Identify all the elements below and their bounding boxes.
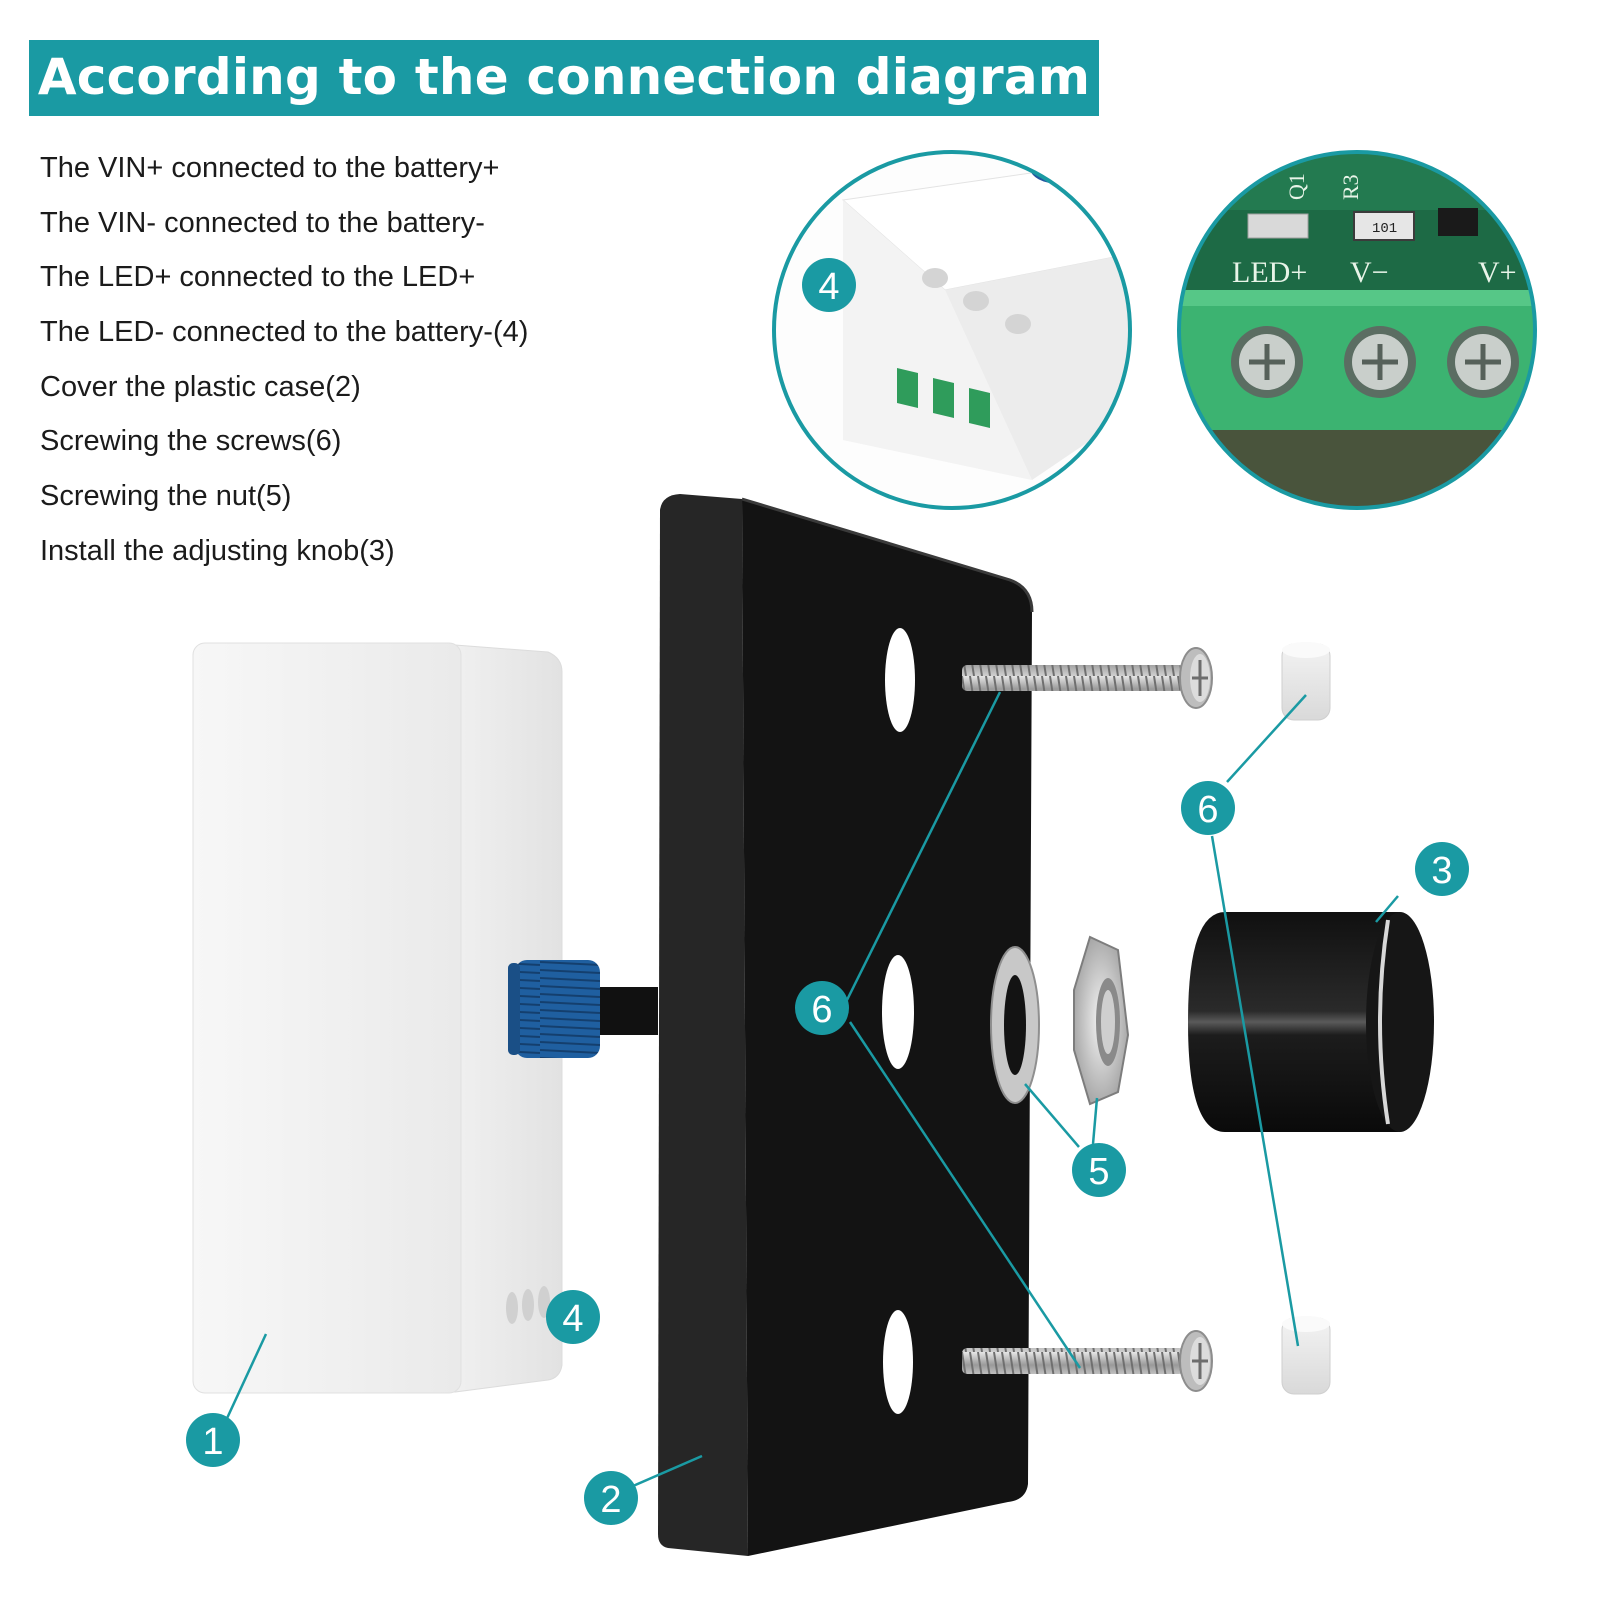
- instruction-step: The LED- connected to the battery-(4): [40, 316, 529, 349]
- pcb-label-v-minus: V−: [1350, 256, 1389, 289]
- callout-3: 3: [1415, 842, 1469, 896]
- leader-line: [632, 1454, 703, 1488]
- leader-line: [1091, 1097, 1099, 1145]
- leader-lines: [221, 691, 1399, 1488]
- leader-line: [1375, 895, 1399, 923]
- callout-number: 3: [1431, 850, 1452, 892]
- leader-line: [1024, 1083, 1080, 1148]
- callout-number: 2: [600, 1479, 621, 1521]
- title-banner: According to the connection diagram: [29, 40, 1099, 116]
- callout-number: 1: [202, 1421, 223, 1463]
- instruction-step: Cover the plastic case(2): [40, 370, 361, 403]
- page-title: According to the connection diagram: [37, 48, 1091, 106]
- potentiometer-shaft: [508, 960, 658, 1058]
- instruction-step: The VIN- connected to the battery-: [40, 206, 485, 239]
- callout-number: 4: [562, 1298, 583, 1340]
- pcb-label-q1: Q1: [1284, 173, 1309, 200]
- callout-6-screws: 6: [795, 981, 849, 1035]
- adjusting-knob: [1188, 912, 1434, 1132]
- screw-bottom: [962, 1330, 1213, 1392]
- washer: [990, 946, 1040, 1104]
- terminal-screw-led-plus: [1231, 326, 1303, 398]
- pcb-resistor-code: 101: [1372, 221, 1397, 237]
- leader-line: [848, 1021, 1082, 1369]
- instruction-step: Screwing the nut(5): [40, 480, 292, 513]
- instruction-step: The LED+ connected to the LED+: [40, 261, 476, 294]
- hex-nut: [1073, 935, 1130, 1106]
- terminal-screw-v-minus: [1344, 326, 1416, 398]
- screw-top: [962, 647, 1213, 709]
- pcb-closeup-inset: LED+ V− V+ Q1 R3 101: [1177, 150, 1537, 510]
- panel-mounting-holes: [882, 628, 915, 1414]
- pcb-label-led-plus: LED+: [1232, 256, 1307, 289]
- callout-number: 6: [1197, 789, 1218, 831]
- pcb-label-v-plus: V+: [1478, 256, 1517, 289]
- leader-line: [1226, 694, 1307, 783]
- callout-number: 5: [1088, 1151, 1109, 1193]
- callout-5: 5: [1072, 1143, 1126, 1197]
- leader-line: [845, 691, 1002, 1001]
- controller-box: [192, 642, 563, 1394]
- callout-number: 6: [811, 989, 832, 1031]
- wall-panel: [658, 494, 1034, 1556]
- callout-6-caps: 6: [1181, 781, 1235, 835]
- callout-number: 4: [818, 266, 839, 308]
- terminal-closeup-inset: [772, 150, 1132, 510]
- screw-cap-top: [1281, 642, 1331, 721]
- leader-line: [1210, 835, 1300, 1347]
- instruction-list: The VIN+ connected to the battery+ The V…: [40, 146, 528, 584]
- callout-4-inset: 4: [802, 258, 856, 312]
- callout-1: 1: [186, 1413, 240, 1467]
- instruction-step: Install the adjusting knob(3): [40, 534, 395, 567]
- pcb-label-r3: R3: [1338, 174, 1363, 200]
- instruction-step: The VIN+ connected to the battery+: [40, 152, 500, 184]
- leader-line: [221, 1333, 268, 1428]
- screw-cap-bottom: [1281, 1316, 1331, 1395]
- instruction-step: Screwing the screws(6): [40, 425, 342, 458]
- terminal-screw-v-plus: [1447, 326, 1519, 398]
- callout-2: 2: [584, 1471, 638, 1525]
- callout-4-side: 4: [546, 1290, 600, 1344]
